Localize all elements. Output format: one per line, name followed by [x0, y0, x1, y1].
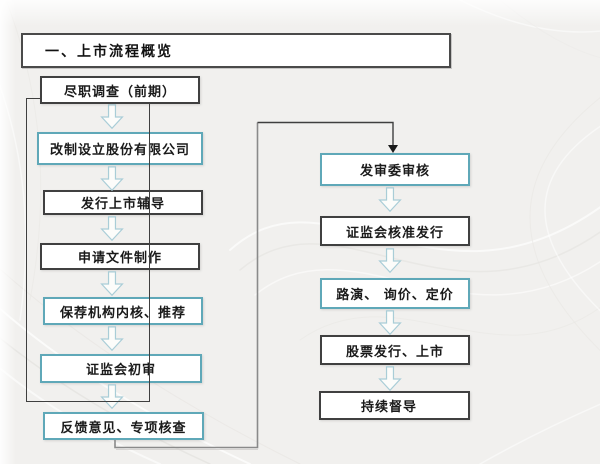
down-arrow-icon	[378, 187, 402, 213]
flow-box-csrc-approval: 证监会核准发行	[320, 216, 470, 246]
down-arrow-icon	[378, 248, 402, 274]
down-arrow-icon	[100, 326, 124, 352]
down-arrow-icon	[100, 104, 124, 130]
section-title-box: 一、上市流程概览	[21, 33, 451, 68]
flow-box-label: 证监会初审	[85, 363, 156, 378]
flow-box-restructure-company: 改制设立股份有限公司	[37, 132, 203, 165]
flow-box-csrc-preliminary-review: 证监会初审	[40, 354, 202, 383]
flow-box-due-diligence: 尽职调查（前期）	[40, 76, 200, 104]
down-arrow-icon	[378, 310, 402, 336]
flow-box-feedback-verification: 反馈意见、专项核查	[43, 412, 204, 440]
background-left-highlight	[0, 0, 16, 464]
down-arrow-icon	[100, 166, 124, 192]
flow-box-label: 路演、 询价、定价	[336, 288, 454, 303]
flow-box-label: 证监会核准发行	[345, 225, 444, 241]
flow-box-stock-issuance-listing: 股票发行、上市	[320, 335, 470, 365]
flow-box-label: 发行上市辅导	[80, 197, 165, 212]
down-arrow-icon	[100, 384, 124, 410]
down-arrow-icon	[100, 271, 124, 297]
flow-box-label: 改制设立股份有限公司	[49, 143, 190, 158]
flow-box-label: 持续督导	[361, 400, 418, 415]
flow-box-roadshow-pricing: 路演、 询价、定价	[320, 278, 470, 309]
flow-box-continuous-supervision: 持续督导	[319, 391, 470, 420]
flow-box-issuance-committee-review: 发审委审核	[320, 153, 470, 186]
section-title: 一、上市流程概览	[45, 43, 173, 60]
background-top-highlight	[0, 0, 600, 26]
flow-box-application-documents: 申请文件制作	[40, 243, 200, 270]
flow-box-sponsor-internal-review: 保荐机构内核、推荐	[43, 297, 203, 325]
down-arrow-icon	[378, 366, 402, 392]
down-arrow-icon	[100, 216, 124, 242]
flow-box-label: 尽职调查（前期）	[63, 84, 176, 100]
flow-box-label: 发审委审核	[359, 164, 430, 179]
flow-box-label: 申请文件制作	[77, 251, 162, 266]
flow-box-label: 股票发行、上市	[345, 344, 444, 360]
flow-box-label: 保荐机构内核、推荐	[59, 305, 186, 321]
flow-box-label: 反馈意见、专项核查	[60, 420, 187, 436]
flow-box-listing-guidance: 发行上市辅导	[43, 190, 203, 215]
